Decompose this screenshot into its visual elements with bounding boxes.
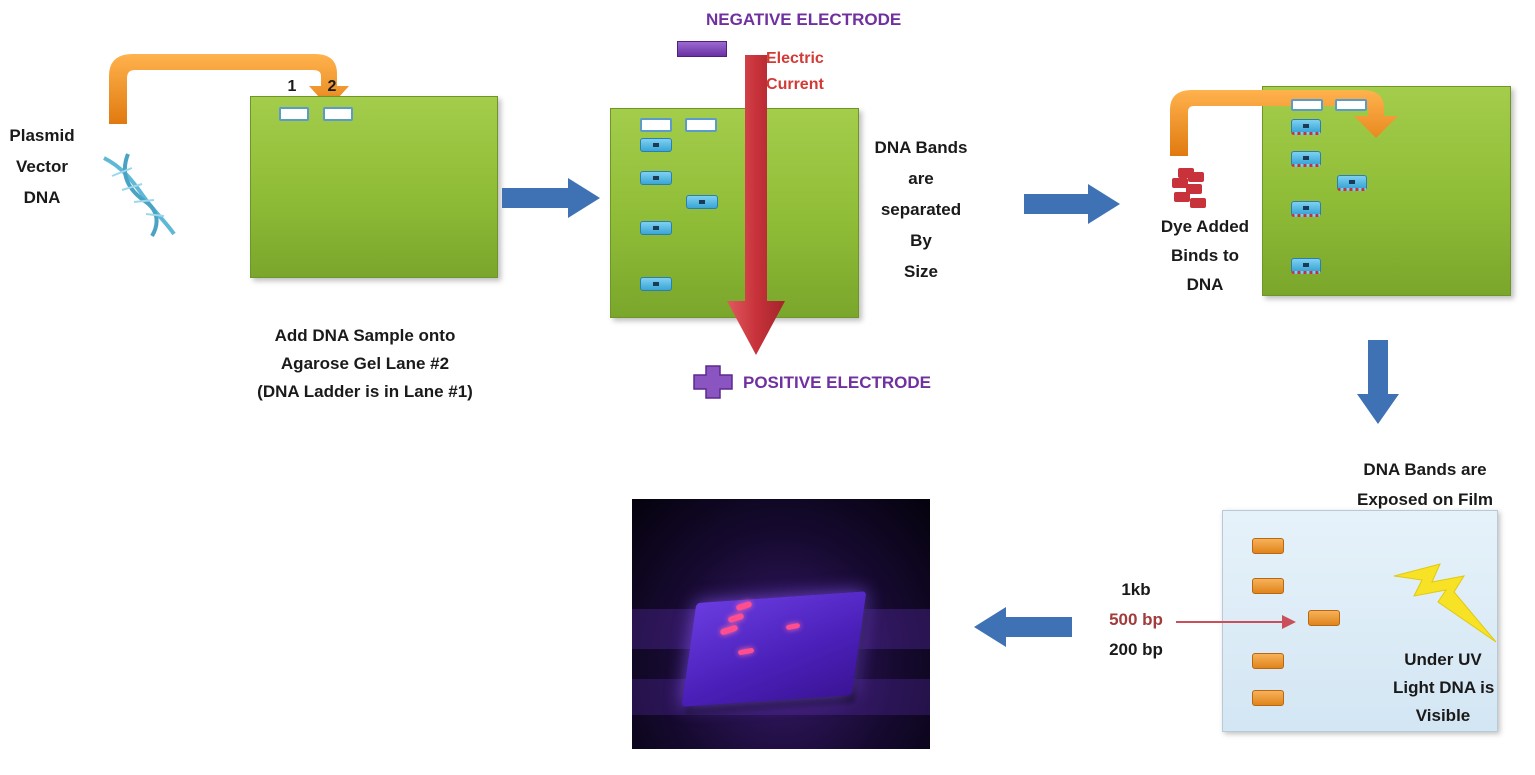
flow-arrow (1024, 184, 1120, 224)
dye-label: Dye Added Binds to DNA (1160, 217, 1250, 294)
size-label-1kb: 1kb (1121, 580, 1151, 599)
film-band (1252, 578, 1284, 594)
negative-electrode-icon (677, 41, 727, 57)
flow-arrow (1357, 340, 1399, 424)
lane-number-1: 1 (287, 78, 297, 95)
dna-band (640, 171, 672, 185)
gel-well (1291, 99, 1323, 111)
electric-current-label: Electric Current (766, 50, 824, 93)
flow-arrow (974, 607, 1072, 647)
step1-caption: Add DNA Sample onto Agarose Gel Lane #2 … (257, 326, 473, 401)
dna-band (640, 221, 672, 235)
stained-band (1291, 201, 1321, 217)
stained-band (1291, 151, 1321, 167)
film-band (1252, 538, 1284, 554)
gel-well (279, 107, 309, 121)
film-band (1252, 690, 1284, 706)
gel-well (640, 118, 672, 132)
size-label-500bp: 500 bp (1109, 610, 1163, 629)
stained-band (1291, 258, 1321, 274)
negative-electrode-label: NEGATIVE ELECTRODE (706, 10, 902, 29)
gel-well (1335, 99, 1367, 111)
separation-label: DNA Bands are separated By Size (874, 138, 968, 281)
gel-well (323, 107, 353, 121)
positive-electrode-label: POSITIVE ELECTRODE (743, 373, 931, 392)
film-band (1252, 653, 1284, 669)
size-label-200bp: 200 bp (1109, 640, 1163, 659)
dna-band (640, 138, 672, 152)
agarose-gel (250, 96, 498, 278)
dye-arrow (1170, 90, 1398, 156)
marker-arrow (1176, 615, 1296, 629)
stained-band (1291, 119, 1321, 135)
positive-electrode-icon (693, 365, 733, 399)
dye-molecules-icon (1170, 168, 1210, 212)
film-band (1308, 610, 1340, 626)
transfer-arrow (109, 54, 349, 124)
electric-current-arrow (727, 55, 785, 355)
stained-band (1337, 175, 1367, 191)
lane-number-2: 2 (327, 78, 337, 95)
gel-well (685, 118, 717, 132)
exposed-label: DNA Bands are Exposed on Film (1356, 460, 1494, 509)
uv-label: Under UV Light DNA is Visible (1393, 650, 1495, 725)
plasmid-label: Plasmid Vector DNA (9, 126, 75, 207)
uv-gel-photo (632, 499, 930, 749)
dna-helix-icon (103, 153, 176, 238)
flow-arrow (502, 178, 600, 218)
dna-band (640, 277, 672, 291)
dna-band (686, 195, 718, 209)
lightning-icon (1393, 563, 1497, 643)
